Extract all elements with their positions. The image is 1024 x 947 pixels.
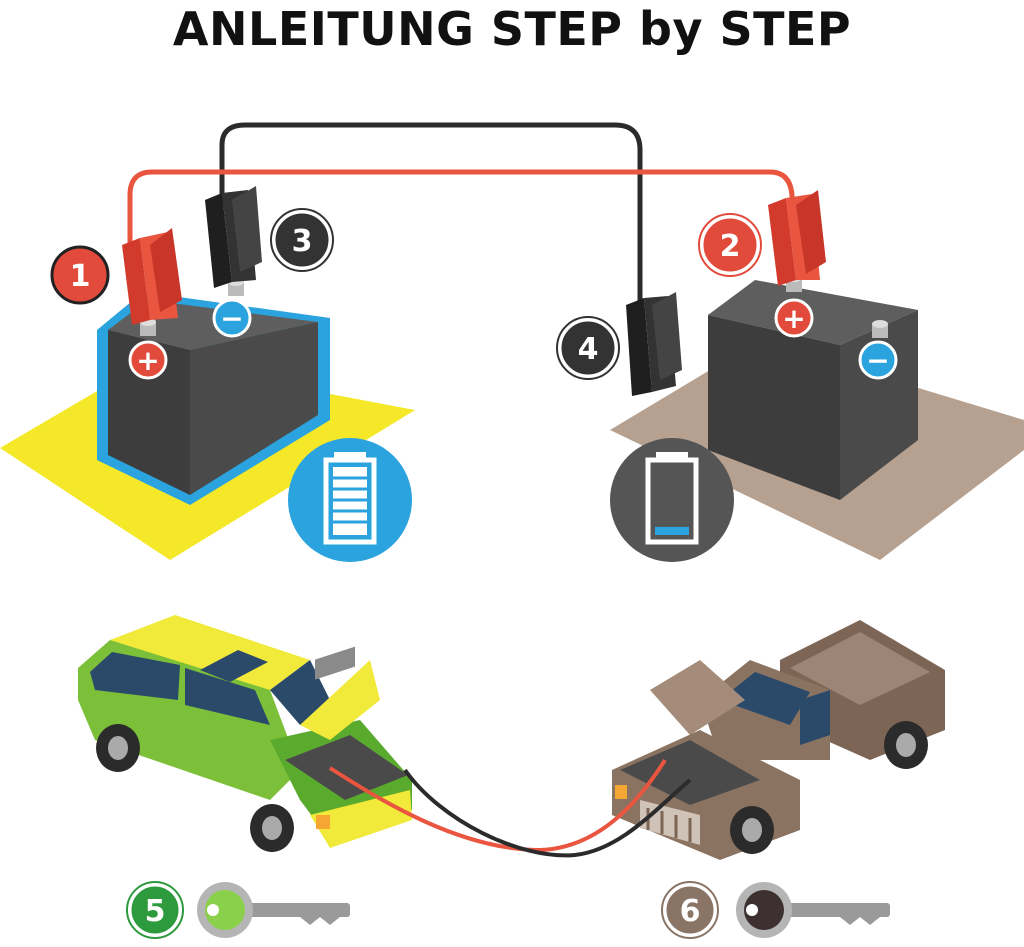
svg-text:+: + <box>782 302 805 335</box>
svg-text:+: + <box>136 344 159 377</box>
svg-text:1: 1 <box>70 259 91 294</box>
step-badge-5: 5 <box>126 881 184 939</box>
battery-low-icon <box>610 438 734 562</box>
red-jumper-cable <box>328 758 667 853</box>
black-jumper-cable <box>403 768 692 858</box>
step-badge-2: 2 <box>698 213 762 277</box>
car-key-icon <box>197 882 350 938</box>
step-badge-3: 3 <box>270 208 334 272</box>
svg-text:−: − <box>220 302 243 335</box>
svg-text:3: 3 <box>292 224 313 259</box>
svg-text:2: 2 <box>720 229 741 264</box>
green-car <box>78 615 412 852</box>
red-jumper-cable <box>127 169 795 245</box>
brown-truck <box>612 620 945 860</box>
black-jumper-cable <box>219 122 643 305</box>
svg-text:6: 6 <box>680 894 701 929</box>
plus-terminal-icon: + <box>128 340 168 380</box>
page-title: ANLEITUNG STEP by STEP <box>172 2 852 56</box>
truck-key-icon <box>736 882 890 938</box>
svg-text:5: 5 <box>145 894 166 929</box>
svg-text:4: 4 <box>578 332 599 367</box>
battery-full-icon <box>288 438 412 562</box>
minus-terminal-icon: − <box>858 340 898 380</box>
step-badge-1: 1 <box>50 245 110 305</box>
step-badge-6: 6 <box>661 881 719 939</box>
plus-terminal-icon: + <box>774 298 814 338</box>
red-clamp-icon <box>122 228 182 325</box>
black-clamp-icon <box>205 186 262 288</box>
red-clamp-icon <box>768 190 826 286</box>
black-clamp-icon <box>626 292 682 396</box>
minus-terminal-icon: − <box>212 298 252 338</box>
svg-text:−: − <box>866 344 889 377</box>
step-badge-4: 4 <box>556 316 620 380</box>
donor-battery <box>97 278 330 505</box>
